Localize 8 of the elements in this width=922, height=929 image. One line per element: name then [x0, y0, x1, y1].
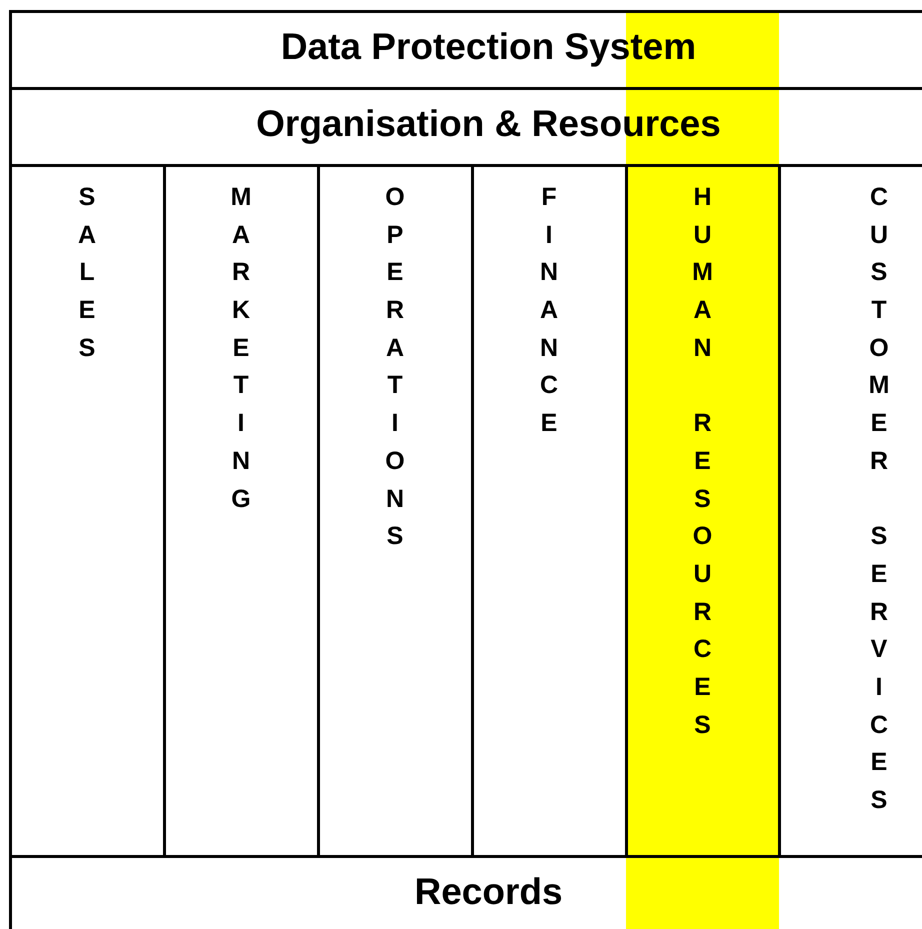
vertical-label: HUMAN RESOURCES	[692, 182, 713, 741]
vertical-label: FINANCE	[540, 182, 558, 440]
vertical-label: SALES	[78, 182, 96, 364]
band-title: Records	[414, 870, 563, 914]
header-band	[8, 10, 922, 90]
vertical-label: MARKETING	[230, 182, 252, 514]
vertical-label: OPERATIONS	[385, 182, 405, 552]
vertical-label: CUSTOMER SERVICES	[868, 182, 890, 816]
